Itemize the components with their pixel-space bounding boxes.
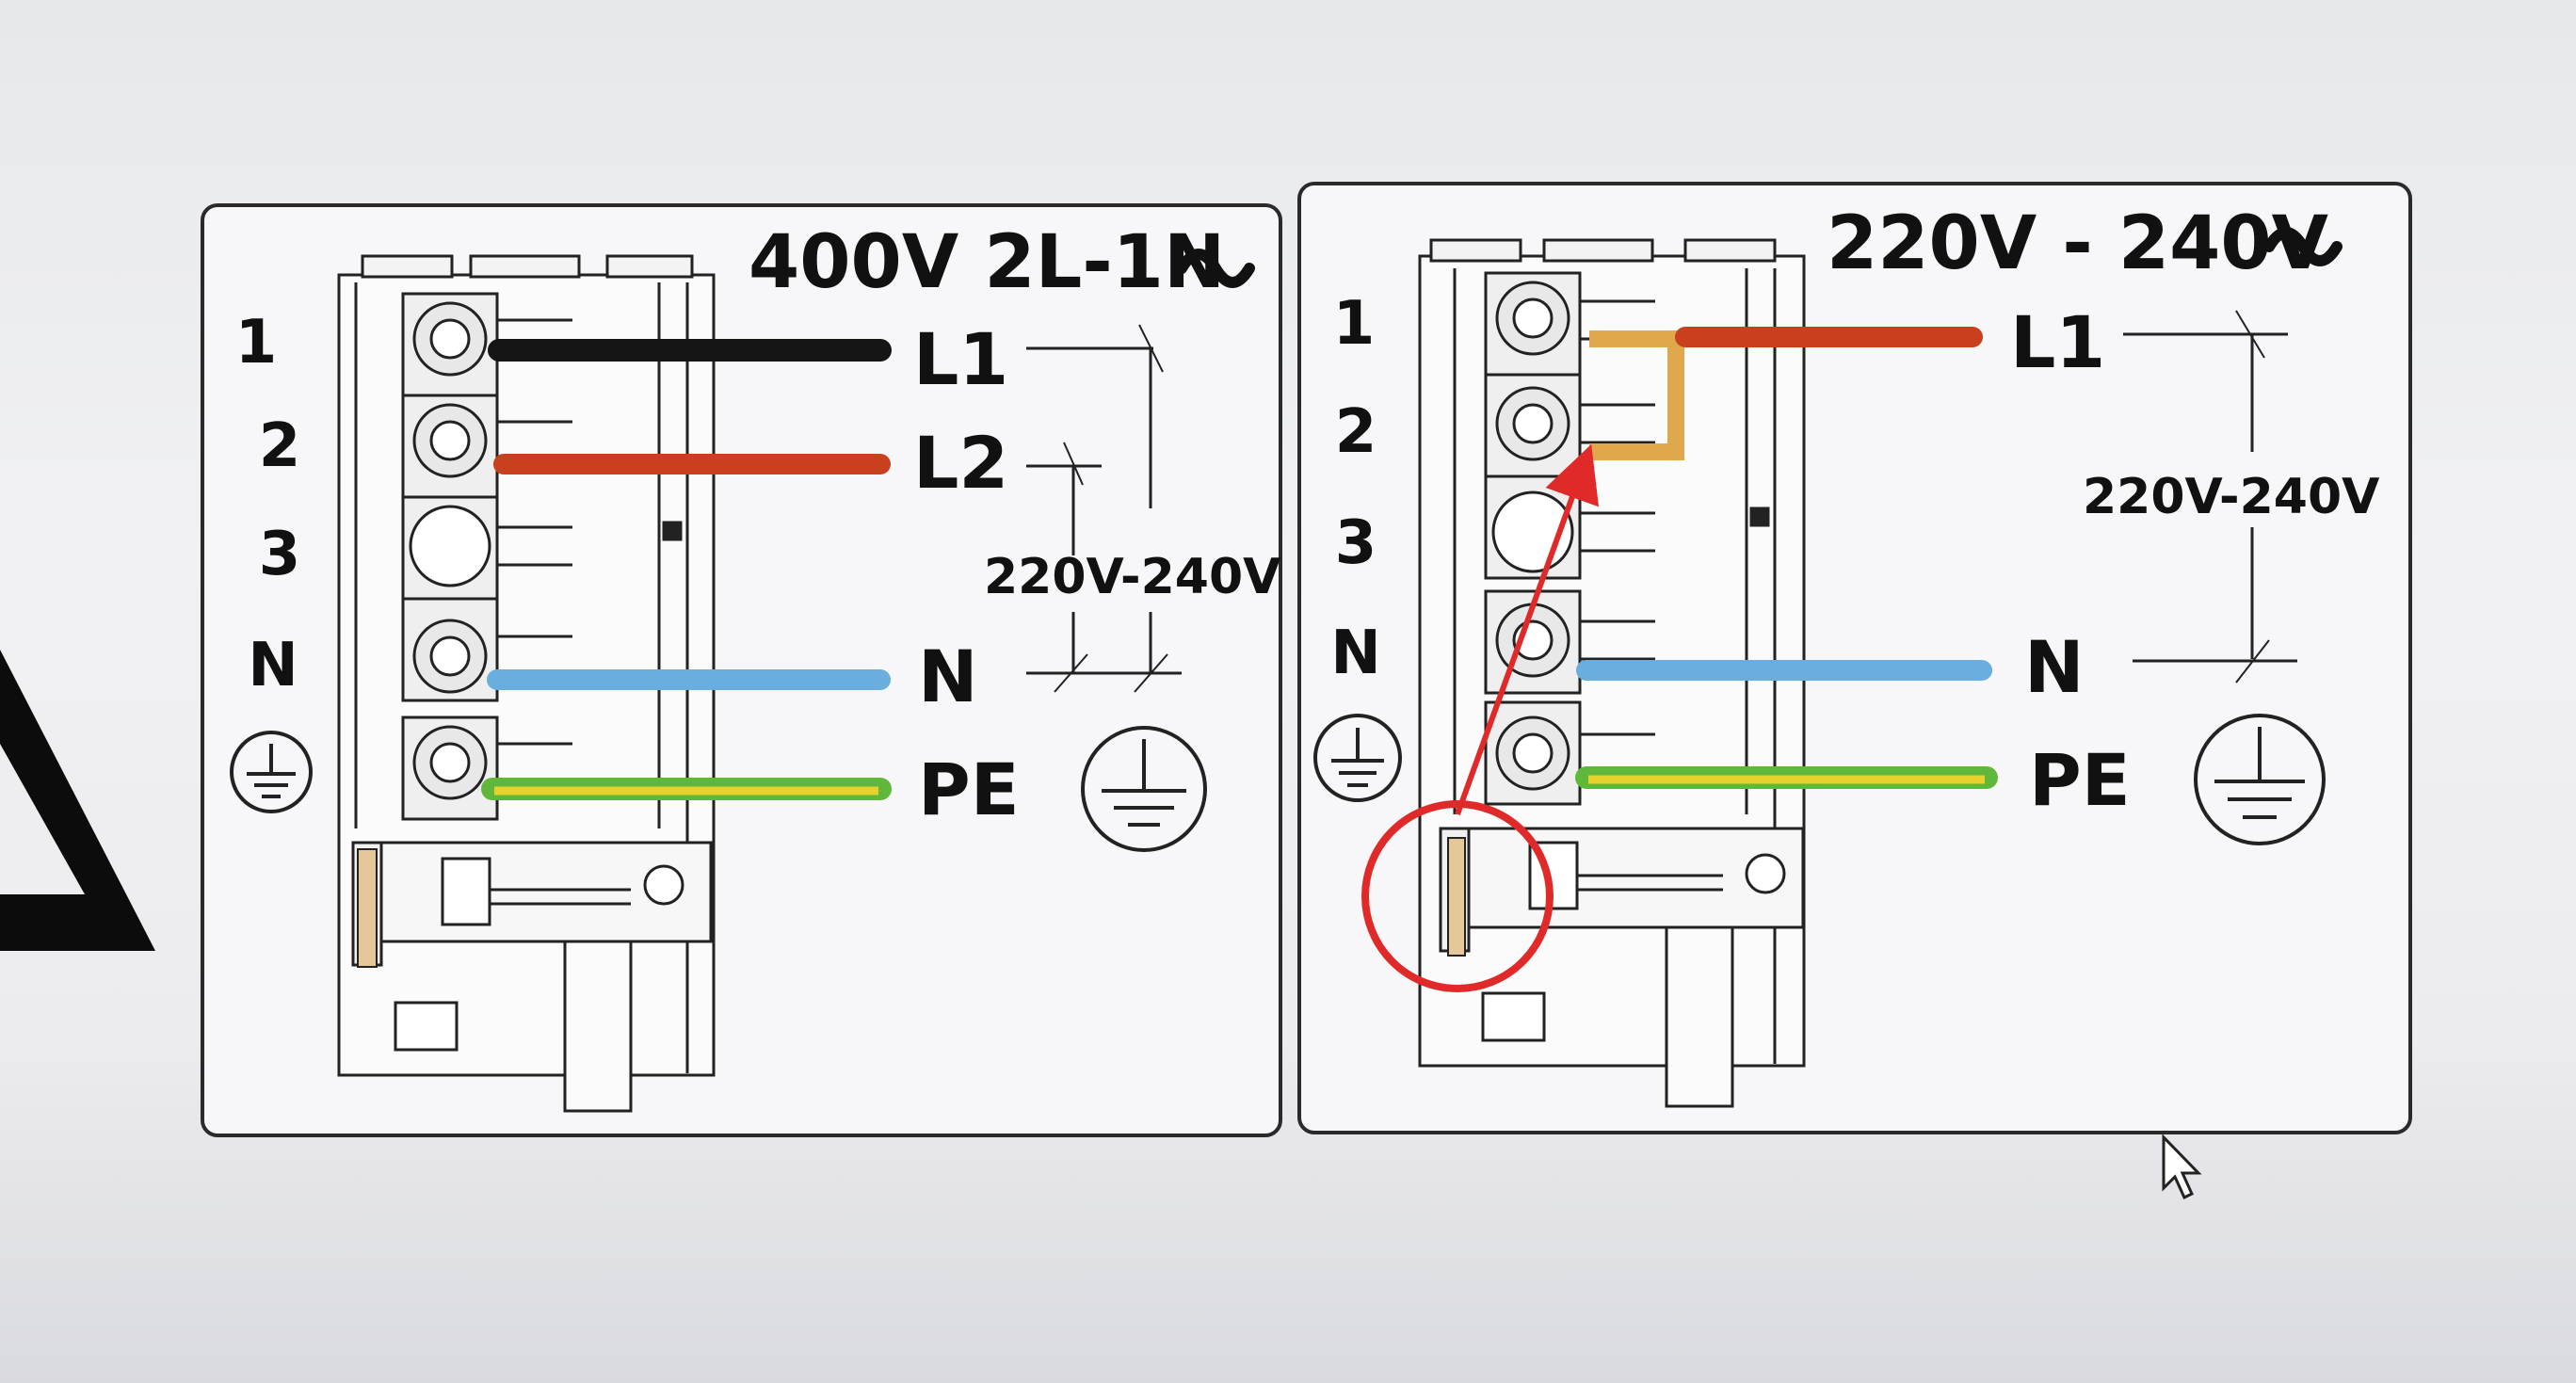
annotation-arrow	[1455, 443, 1600, 816]
left-terminal-num-2: 2	[259, 411, 301, 481]
left-label-l1: L1	[913, 317, 1008, 401]
right-bridge-link	[1589, 330, 1684, 460]
left-label-pe: PE	[918, 748, 1020, 831]
right-voltage-dimension-lines	[2123, 310, 2297, 683]
ground-symbol-icon	[2194, 714, 2326, 845]
tilde-icon	[1176, 249, 1255, 288]
left-label-l2: L2	[913, 421, 1008, 505]
mouse-cursor-icon	[2162, 1134, 2202, 1200]
left-voltage-dimension-lines	[1026, 324, 1182, 693]
left-label-n: N	[918, 635, 978, 718]
right-panel-title: 220V - 240V	[1827, 201, 2328, 286]
ground-symbol-icon	[1313, 714, 1402, 802]
right-wiring-panel: 1 2 3 N 220V - 240V L1 N PE	[1297, 182, 2412, 1134]
left-terminal-block	[337, 254, 716, 1113]
ground-symbol-icon	[1081, 726, 1207, 852]
left-terminal-num-1: 1	[235, 308, 278, 378]
right-terminal-num-1: 1	[1333, 289, 1376, 359]
left-panel-title: 400V 2L-1N	[749, 220, 1225, 305]
right-label-n: N	[2024, 625, 2085, 709]
tilde-icon	[2263, 227, 2343, 266]
ground-symbol-icon	[230, 731, 313, 813]
left-terminal-num-3: 3	[259, 520, 301, 589]
annotation-circle	[1361, 800, 1554, 992]
left-terminal-num-n: N	[248, 631, 298, 700]
right-voltage-label: 220V-240V	[2083, 469, 2379, 525]
right-wire-pe	[1575, 766, 1998, 789]
left-wiring-panel: 1 2 3 N 400V 2L-1N L1 L2 N PE	[201, 203, 1282, 1137]
right-terminal-num-n: N	[1330, 619, 1381, 688]
right-terminal-num-2: 2	[1335, 397, 1377, 467]
left-wire-pe	[481, 778, 892, 800]
left-voltage-label: 220V-240V	[984, 549, 1280, 605]
right-label-l1: L1	[2010, 300, 2105, 384]
right-terminal-num-3: 3	[1335, 508, 1377, 578]
right-label-pe: PE	[2029, 738, 2131, 822]
